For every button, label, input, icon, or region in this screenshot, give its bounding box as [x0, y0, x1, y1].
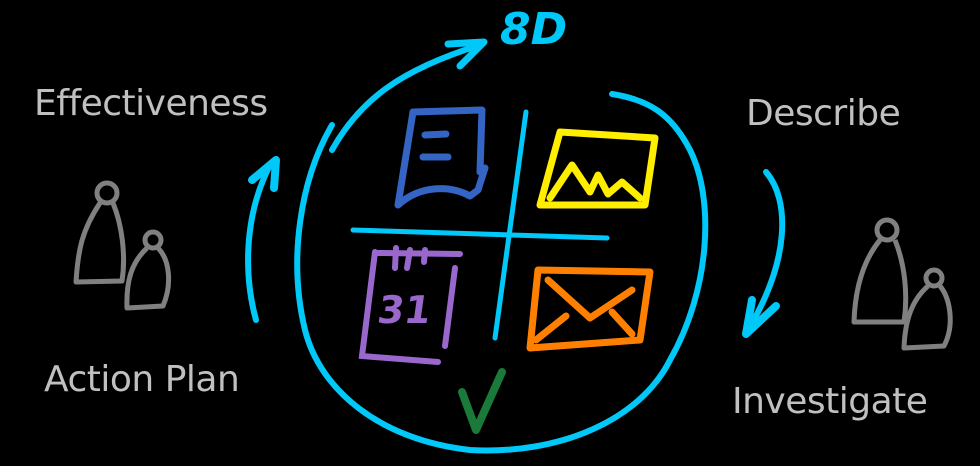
arrow-describe-to-investigate	[745, 169, 786, 333]
people-icon-left	[73, 180, 172, 311]
quadrant-vertical	[492, 109, 529, 341]
cycle-circle	[294, 91, 709, 454]
diagram-title-8d: 8D	[500, 4, 568, 55]
image-icon	[536, 128, 659, 209]
calendar-day-number: 31	[374, 288, 434, 332]
step-label-action-plan: Action Plan	[44, 359, 240, 400]
calendar-icon	[358, 245, 463, 365]
step-label-describe: Describe	[746, 93, 901, 134]
quadrant-horizontal	[350, 227, 610, 241]
people-icon-right	[851, 217, 953, 351]
arrow-down-head	[742, 296, 780, 338]
checkmark-icon	[458, 368, 506, 434]
envelope-icon	[526, 266, 654, 352]
arrow-to-8d	[329, 42, 483, 153]
arrow-up-head	[248, 156, 280, 192]
document-icon	[394, 106, 489, 209]
step-label-investigate: Investigate	[732, 381, 928, 422]
arrow-to-8d-head	[444, 38, 488, 70]
arrow-action-to-effectiveness	[245, 162, 273, 323]
step-label-effectiveness: Effectiveness	[34, 83, 268, 124]
